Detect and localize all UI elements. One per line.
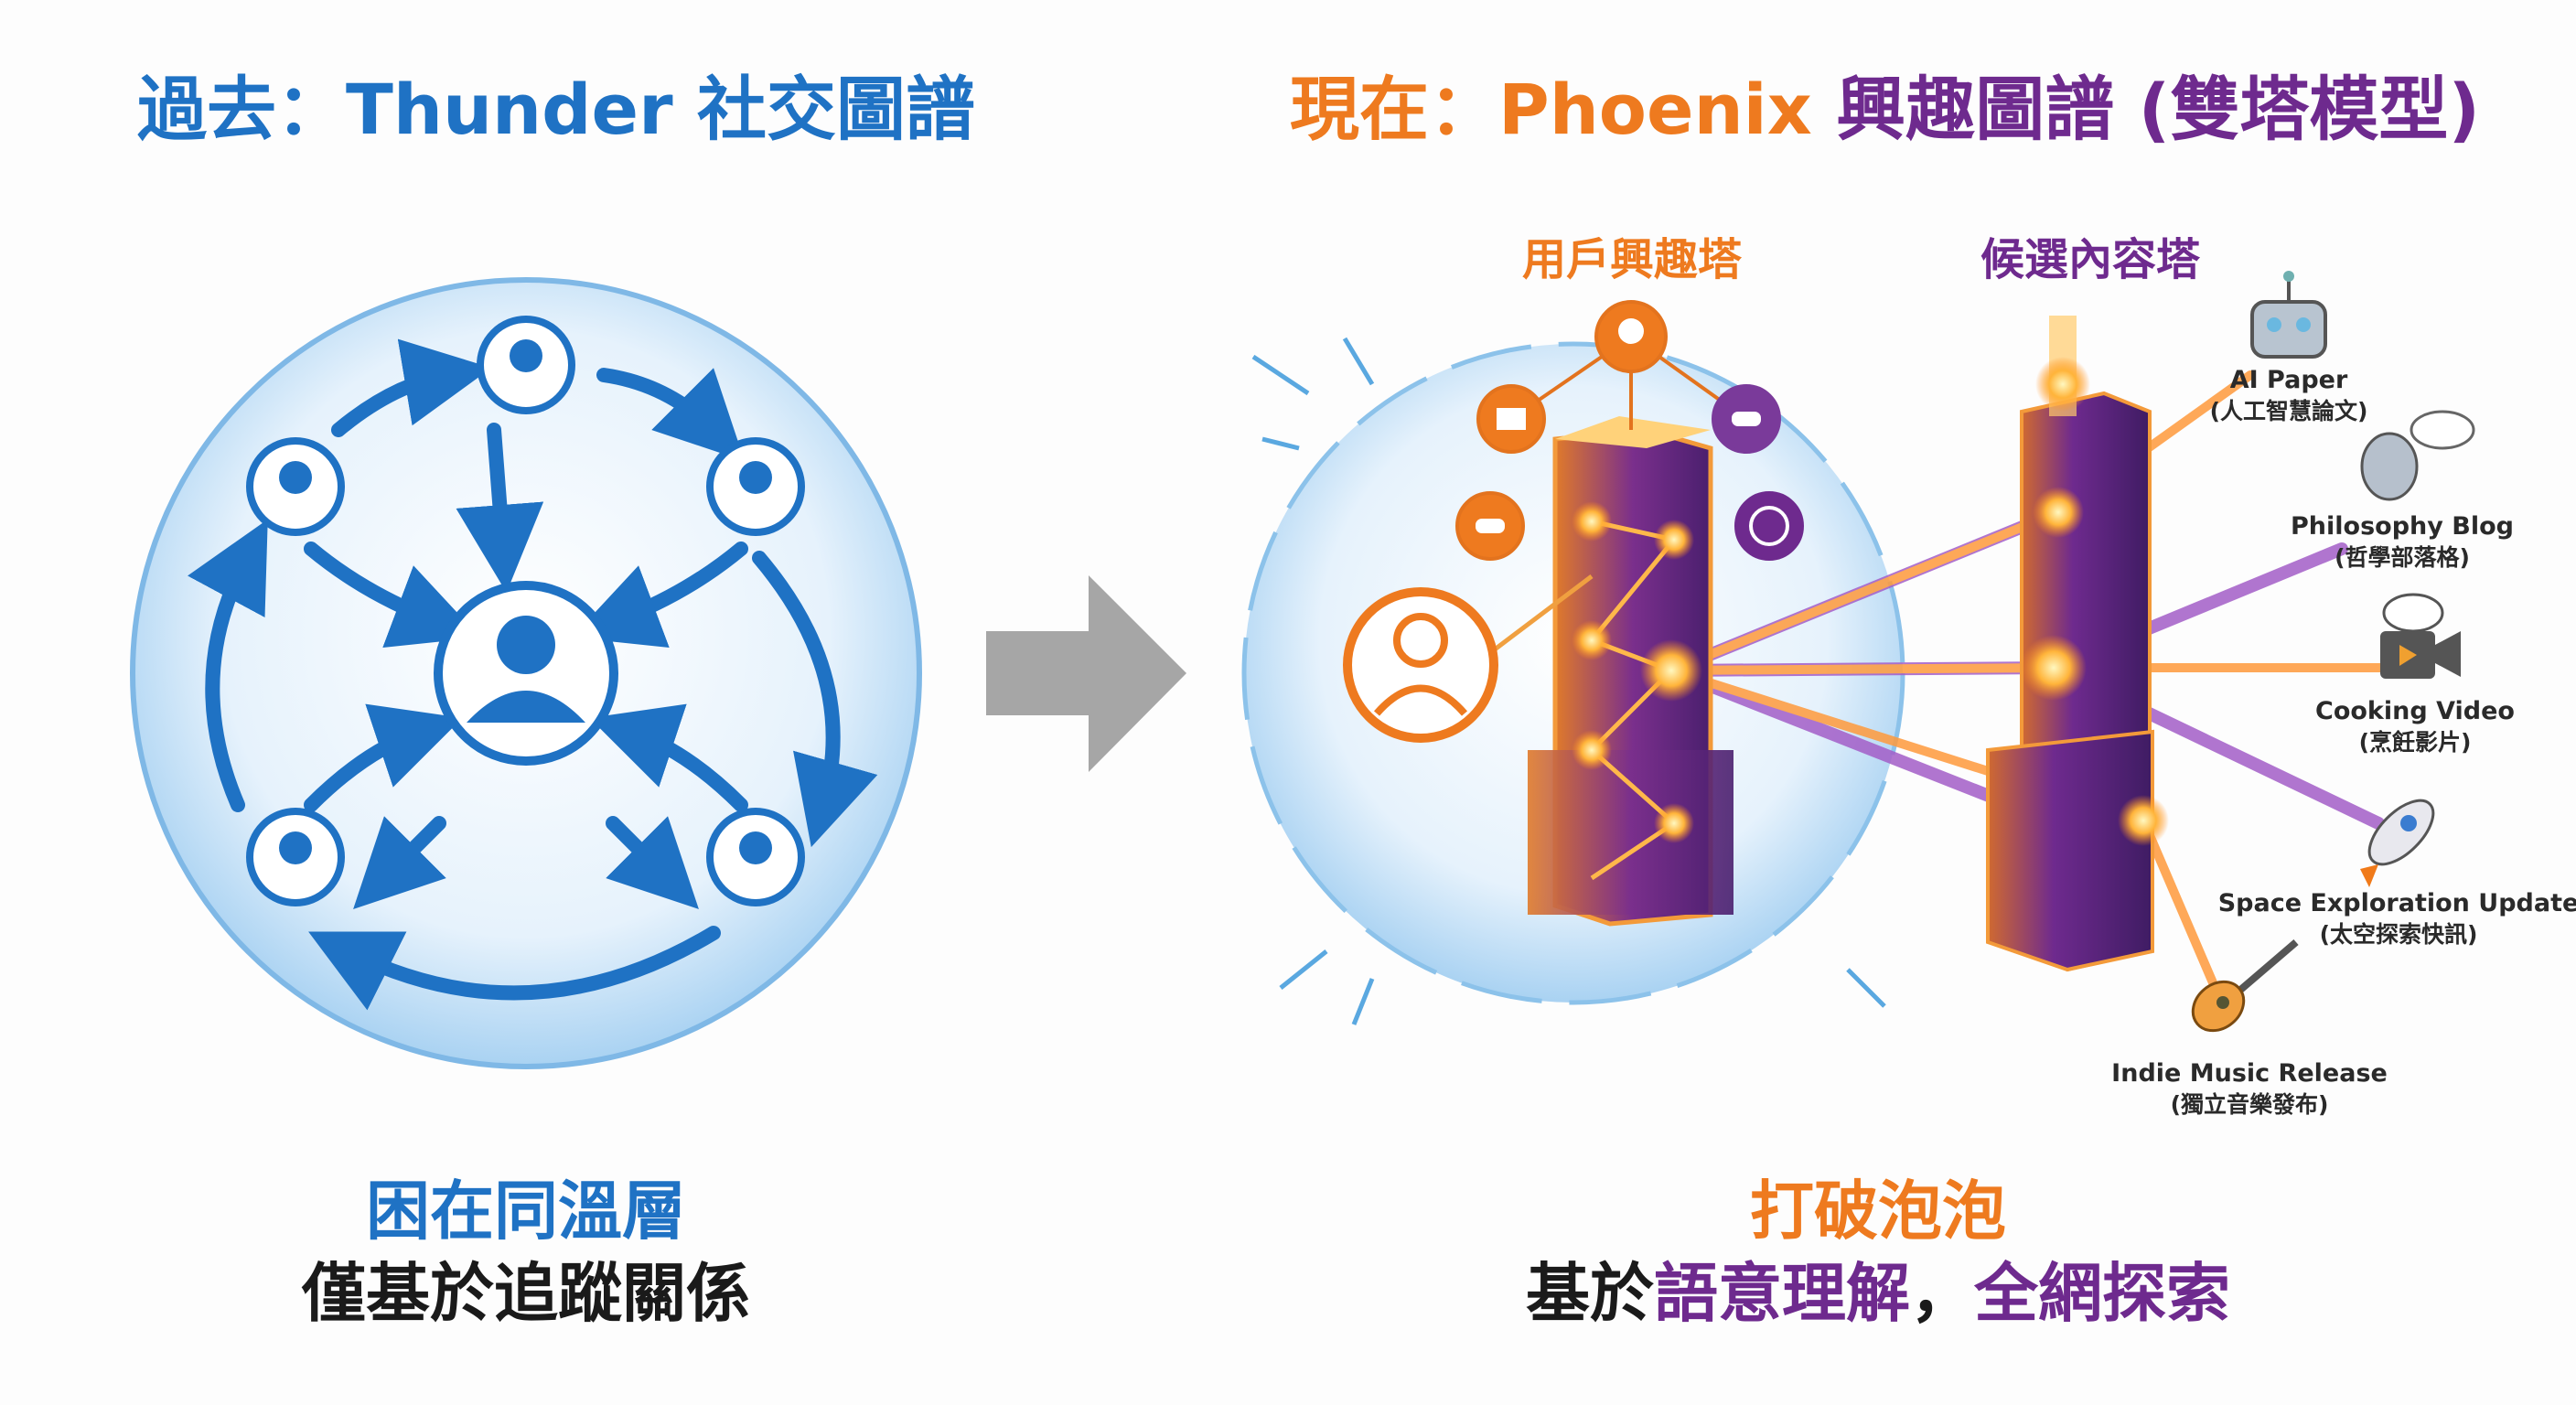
- svg-text:(哲學部落格): (哲學部落格): [2334, 544, 2470, 571]
- svg-text:Cooking Video: Cooking Video: [2315, 697, 2515, 725]
- guitar-icon: [2191, 938, 2299, 1033]
- chef-camera-icon: [2380, 593, 2461, 679]
- content-item: Cooking Video (烹飪影片): [2315, 697, 2515, 756]
- rocket-icon: [2360, 799, 2435, 887]
- svg-text:Space Exploration Update: Space Exploration Update: [2218, 889, 2576, 917]
- robot-icon: [2250, 271, 2327, 359]
- social-graph-bubble: [130, 277, 922, 1069]
- user-nodes: [246, 316, 805, 906]
- globe-icon: [1734, 491, 1804, 561]
- user-avatar-icon: [1343, 574, 1594, 743]
- left-caption-sub: 僅基於追蹤關係: [301, 1256, 750, 1331]
- content-item: AI Paper (人工智慧論文): [2210, 366, 2368, 424]
- svg-text:(烹飪影片): (烹飪影片): [2359, 729, 2472, 756]
- user-tower-label: 用戶興趣塔: [1522, 234, 1743, 285]
- content-tower-label: 候選內容塔: [1980, 234, 2201, 285]
- svg-text:(獨立音樂發布): (獨立音樂發布): [2171, 1091, 2329, 1118]
- left-title: 過去：Thunder 社交圖譜: [137, 69, 975, 150]
- interest-icons: [1455, 300, 1804, 561]
- content-item: Philosophy Blog (哲學部落格): [2291, 512, 2514, 571]
- svg-text:AI Paper: AI Paper: [2230, 366, 2348, 394]
- candidate-content-tower: [1986, 316, 2169, 972]
- philosopher-icon: [2360, 410, 2475, 501]
- content-item-list: AI Paper(人工智慧論文) Philosophy Blog(哲學部落格) …: [2111, 366, 2576, 1118]
- svg-text:(太空探索快訊): (太空探索快訊): [2320, 921, 2478, 948]
- svg-text:Indie Music Release: Indie Music Release: [2111, 1059, 2388, 1088]
- user-interest-tower: [1528, 416, 1733, 927]
- content-item: Space Exploration Update (太空探索快訊): [2218, 889, 2576, 948]
- left-caption-main: 困在同溫層: [366, 1174, 686, 1249]
- right-caption-main: 打破泡泡: [1750, 1174, 2006, 1249]
- right-caption-sub: 基於語意理解，全網探索: [1526, 1256, 2230, 1331]
- svg-text:Philosophy Blog: Philosophy Blog: [2291, 512, 2514, 541]
- content-item: Indie Music Release (獨立音樂發布): [2111, 1059, 2388, 1118]
- svg-text:(人工智慧論文): (人工智慧論文): [2210, 398, 2368, 424]
- right-title: 現在：Phoenix 興趣圖譜 (雙塔模型): [1290, 69, 2480, 150]
- transition-arrow-icon: [986, 575, 1186, 772]
- follow-arrows: [187, 338, 878, 1011]
- center-user-icon: [434, 581, 618, 766]
